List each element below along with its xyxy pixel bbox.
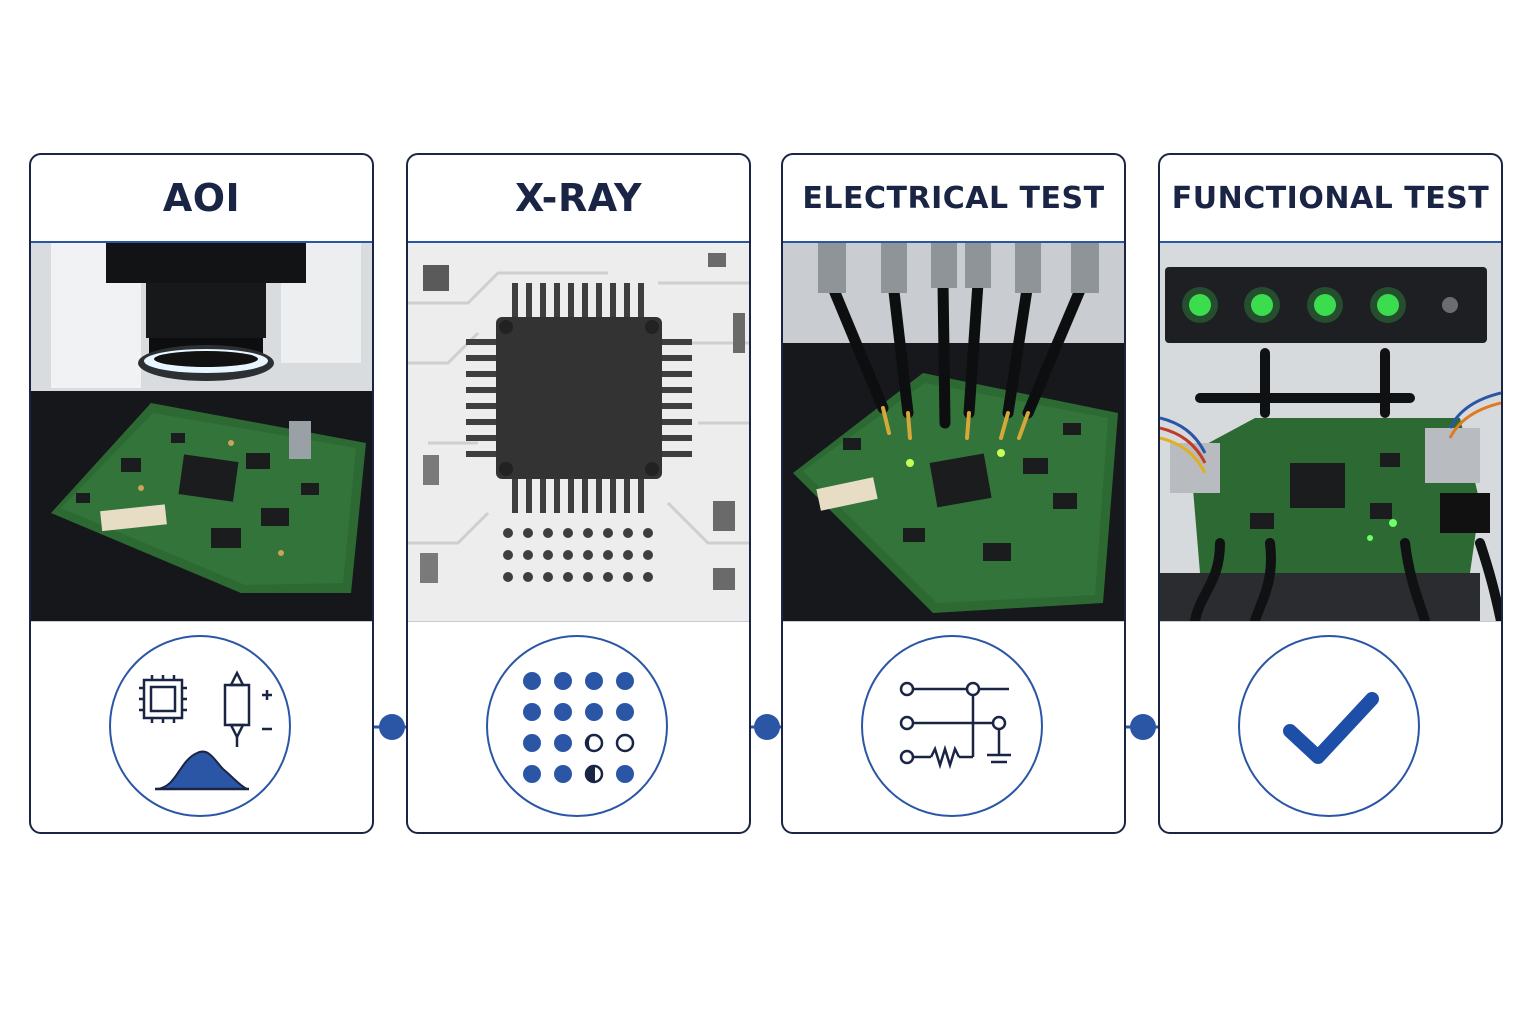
aoi-photo: [31, 243, 372, 622]
circuit-schematic-icon: [861, 635, 1043, 817]
stage-title: ELECTRICAL TEST: [802, 180, 1105, 216]
stage-panel-functional-test: FUNCTIONAL TEST: [1158, 153, 1503, 834]
stage-header: AOI: [31, 155, 372, 243]
stage-header: X-RAY: [408, 155, 749, 243]
checkmark-icon: [1238, 635, 1420, 817]
xray-photo: [408, 243, 749, 622]
functional-test-photo: [1160, 243, 1501, 622]
stage-panel-electrical-test: ELECTRICAL TEST: [781, 153, 1126, 834]
stage-header: ELECTRICAL TEST: [783, 155, 1124, 243]
bga-solder-balls-icon: [486, 635, 668, 817]
connector-node-2: [754, 714, 780, 740]
connector-node-1: [379, 714, 405, 740]
stage-header: FUNCTIONAL TEST: [1160, 155, 1501, 243]
electrical-test-photo: [783, 243, 1124, 622]
stage-title: FUNCTIONAL TEST: [1171, 180, 1490, 216]
stage-panel-xray: X-RAY: [406, 153, 751, 834]
stage-panel-aoi: AOI: [29, 153, 374, 834]
stage-title: AOI: [162, 176, 241, 220]
connector-node-3: [1130, 714, 1156, 740]
aoi-components-icon: [109, 635, 291, 817]
stage-title: X-RAY: [514, 176, 643, 220]
